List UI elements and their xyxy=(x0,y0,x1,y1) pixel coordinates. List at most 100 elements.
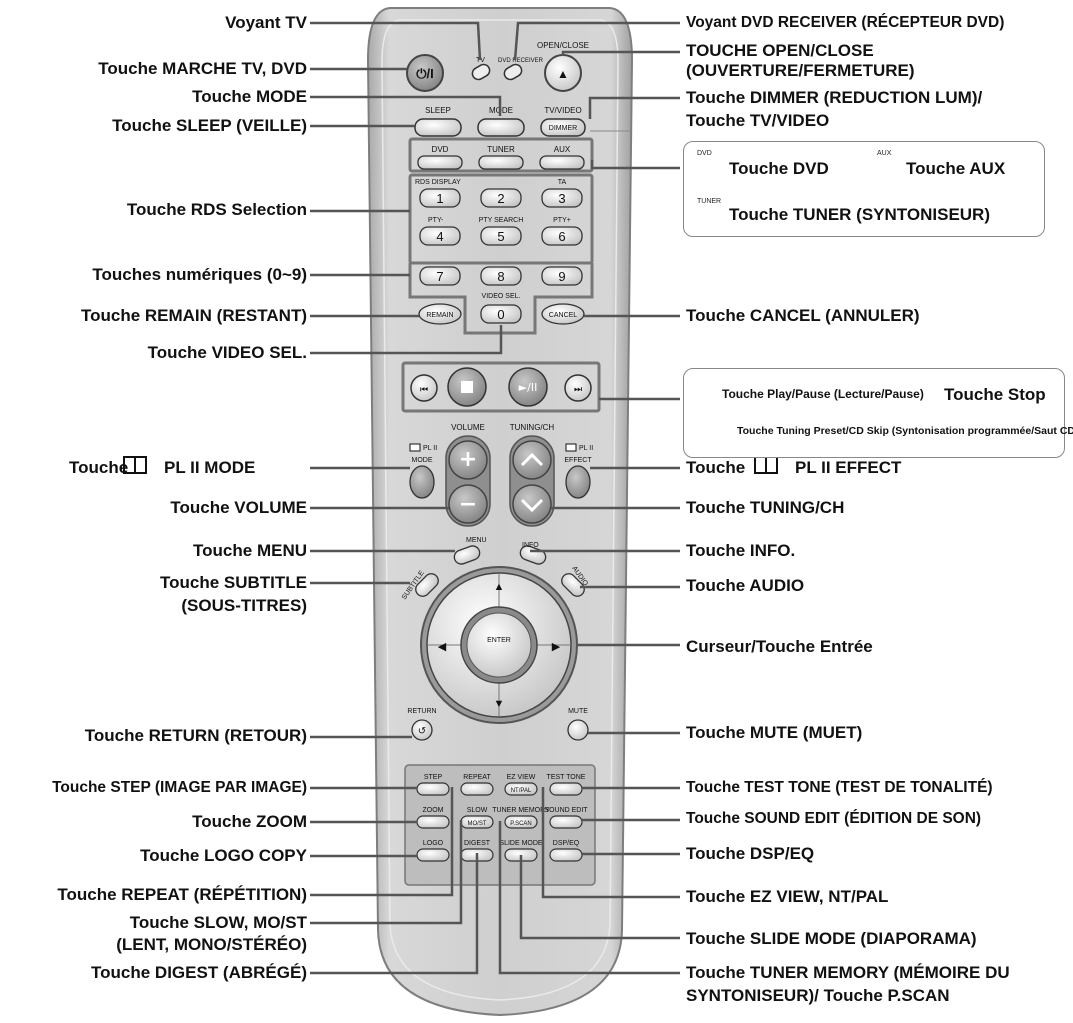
number-key-3[interactable] xyxy=(541,188,583,208)
bottom-key[interactable] xyxy=(504,782,538,796)
bottom-key[interactable] xyxy=(504,815,538,829)
leader-line xyxy=(561,50,680,56)
bottom-key-caption: SOUND EDIT xyxy=(544,807,588,814)
bottom-key-sublabel: P.SCAN xyxy=(510,821,532,827)
top-section: ⏻/I ▲ TV DVD RECEIVER OPEN/CLOSE xyxy=(406,41,589,92)
label-cursor: Curseur/Touche Entrée xyxy=(686,637,873,656)
label-dimmer-2: Touche TV/VIDEO xyxy=(686,111,830,130)
label-ez-view: Touche EZ VIEW, NT/PAL xyxy=(686,887,889,906)
remote-text-mode-small: MODE xyxy=(412,457,433,464)
play-legend-box xyxy=(683,368,1065,458)
number-key-8[interactable] xyxy=(480,266,522,286)
remote-text-tv: TV xyxy=(476,57,485,64)
remote-text-pty-minus: PTY- xyxy=(428,217,444,224)
label-mode: Touche MODE xyxy=(192,87,307,106)
label-menu: Touche MENU xyxy=(193,541,307,560)
number-key-1[interactable] xyxy=(419,188,461,208)
svg-text:⏮: ⏮ xyxy=(420,384,428,394)
label-pl2-effect: PL II EFFECT xyxy=(795,458,902,477)
stop-legend-label: Touche Stop xyxy=(944,385,1046,404)
svg-text:▼: ▼ xyxy=(494,698,505,710)
number-key-label: 7 xyxy=(436,269,443,284)
label-cancel: Touche CANCEL (ANNULER) xyxy=(686,306,920,325)
label-voyant-dvd: Voyant DVD RECEIVER (RÉCEPTEUR DVD) xyxy=(686,14,1005,31)
label-zoom: Touche ZOOM xyxy=(192,812,307,831)
bottom-key[interactable] xyxy=(549,815,583,829)
label-test-tone: Touche TEST TONE (TEST DE TONALITÉ) xyxy=(686,779,993,796)
label-voyant-tv: Voyant TV xyxy=(225,13,307,32)
remote-text-tuning-ch: TUNING/CH xyxy=(510,423,555,432)
number-key-label: 5 xyxy=(497,229,504,244)
label-pl2-mode-pre: Touche xyxy=(69,458,129,477)
label-dsp: Touche DSP/EQ xyxy=(686,844,815,863)
bottom-key[interactable] xyxy=(460,782,494,796)
bottom-key[interactable] xyxy=(416,848,450,862)
label-pl2-mode: PL II MODE xyxy=(164,458,256,477)
aux-legend-label: Touche AUX xyxy=(906,159,1006,178)
bottom-key-caption: DIGEST xyxy=(464,840,491,847)
leader-line xyxy=(310,820,463,925)
bottom-key-caption: ZOOM xyxy=(423,807,444,814)
bottom-key[interactable] xyxy=(416,782,450,796)
leader-line xyxy=(310,787,454,897)
remote-text-menu: MENU xyxy=(466,537,487,544)
navigation: MENU INFO SUBTITLE AUDIO ▲ ▼ ◀ ▶ ENTER R… xyxy=(401,537,589,741)
svg-text:⏻/I: ⏻/I xyxy=(416,66,434,81)
number-key-9[interactable] xyxy=(541,266,583,286)
leader-line xyxy=(310,325,503,355)
number-key-2[interactable] xyxy=(480,188,522,208)
number-key-label: 1 xyxy=(436,191,443,206)
remote-text-pl2-right: PL II xyxy=(579,445,593,452)
label-dimmer-1: Touche DIMMER (REDUCTION LUM)/ xyxy=(686,88,983,107)
remote-text-pty-search: PTY SEARCH xyxy=(479,217,524,224)
volume-tuning: + − VOLUME TUNING/CH PL II PL II MODE EF… xyxy=(409,423,593,527)
bottom-key-caption: LOGO xyxy=(423,840,444,847)
bottom-key[interactable] xyxy=(549,782,583,796)
label-rds: Touche RDS Selection xyxy=(126,200,307,219)
label-tuner-mem-1: Touche TUNER MEMORY (MÉMOIRE DU xyxy=(686,963,1010,982)
label-sleep: Touche SLEEP (VEILLE) xyxy=(112,116,307,135)
dvd-legend-small: DVD xyxy=(697,150,712,157)
label-open-2: (OUVERTURE/FERMETURE) xyxy=(686,61,915,80)
leader-line xyxy=(588,96,680,119)
bottom-key-caption: SLIDE MODE xyxy=(499,840,543,847)
number-key-5[interactable] xyxy=(480,226,522,246)
bottom-key[interactable] xyxy=(416,815,450,829)
remote-text-remain: REMAIN xyxy=(426,312,453,319)
remote-body xyxy=(366,7,634,1017)
label-logo: Touche LOGO COPY xyxy=(140,846,307,865)
bottom-key[interactable] xyxy=(549,848,583,862)
number-key-0[interactable] xyxy=(480,304,522,324)
bottom-key-caption: SLOW xyxy=(467,807,488,814)
number-key-4[interactable] xyxy=(419,226,461,246)
label-sound-edit: Touche SOUND EDIT (ÉDITION DE SON) xyxy=(686,810,982,827)
label-slow-2: (LENT, MONO/STÉRÉO) xyxy=(116,935,307,954)
bottom-key-sublabel: NT/PAL xyxy=(511,788,532,794)
remote-text-pty-plus: PTY+ xyxy=(553,217,571,224)
number-key-7[interactable] xyxy=(419,266,461,286)
label-tuning: Touche TUNING/CH xyxy=(686,498,845,517)
svg-text:▲: ▲ xyxy=(494,581,505,593)
leader-line xyxy=(590,160,680,170)
remote-text-tuner: TUNER xyxy=(487,145,515,154)
tuner-legend-small: TUNER xyxy=(697,198,722,205)
svg-text:↺: ↺ xyxy=(418,726,426,737)
remote-text-effect: EFFECT xyxy=(564,457,592,464)
leader-line xyxy=(513,21,680,61)
number-key-6[interactable] xyxy=(541,226,583,246)
remote-text-pl2-left: PL II xyxy=(423,445,437,452)
function-row: SLEEP MODE TV/VIDEO DIMMER xyxy=(414,106,630,137)
bottom-key-caption: DSP/EQ xyxy=(553,840,580,847)
label-return: Touche RETURN (RETOUR) xyxy=(84,726,307,745)
leader-line xyxy=(310,853,479,975)
remote-text-volume: VOLUME xyxy=(451,423,485,432)
remote-text-mute: MUTE xyxy=(568,708,588,715)
bottom-key-caption: TUNER MEMORY xyxy=(492,807,550,814)
leader-line xyxy=(310,21,482,61)
label-info: Touche INFO. xyxy=(686,541,796,560)
label-slide: Touche SLIDE MODE (DIAPORAMA) xyxy=(686,929,977,948)
transport: ►/II ⏮ ⏭ xyxy=(401,361,601,413)
label-numeric: Touches numériques (0~9) xyxy=(92,265,307,284)
